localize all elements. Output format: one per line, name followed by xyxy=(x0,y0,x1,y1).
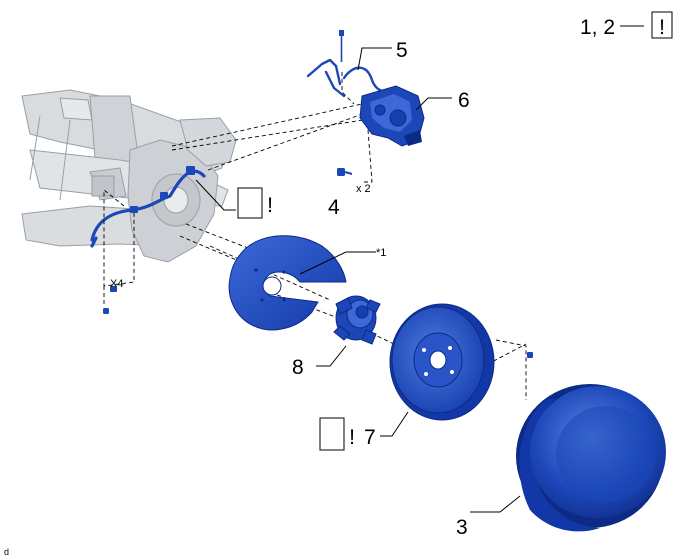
caution-box-bottom: ! xyxy=(319,417,355,451)
callout-6: 6 xyxy=(458,89,470,112)
tire-wheel xyxy=(516,384,666,532)
caution-box-mid: ! xyxy=(237,187,273,219)
caliper-bolt xyxy=(337,168,353,176)
callout-leaders xyxy=(195,25,644,513)
callout-7: 7 xyxy=(364,426,376,449)
corner-code: d xyxy=(4,547,9,557)
bracket-bolt xyxy=(339,30,344,62)
disc-rotor xyxy=(389,303,495,421)
callout-5: 5 xyxy=(396,39,408,62)
callout-3: 3 xyxy=(456,516,468,539)
callout-bolt-qty: x 2 xyxy=(356,183,371,195)
brake-caliper xyxy=(359,85,425,147)
suspension-assembly xyxy=(21,89,237,263)
callout-steps-1-2: 1, 2 xyxy=(580,16,615,39)
callout-knuckle-bolt-qty: X4 xyxy=(110,278,123,290)
caution-glyph: ! xyxy=(349,426,355,449)
caution-box-top: ! xyxy=(651,11,673,39)
caution-glyph: ! xyxy=(659,16,665,39)
axle-hub xyxy=(333,295,381,345)
callout-8: 8 xyxy=(292,356,304,379)
rotor-set-screw xyxy=(527,352,533,358)
caution-glyph: ! xyxy=(267,194,273,217)
callout-4: 4 xyxy=(328,196,340,219)
dust-cover xyxy=(228,235,347,331)
harness-clamps xyxy=(130,166,195,213)
callout-dust-cover-mark: *1 xyxy=(376,247,386,259)
knuckle-bolt xyxy=(103,286,117,314)
caliper-wire-bracket xyxy=(306,58,386,98)
